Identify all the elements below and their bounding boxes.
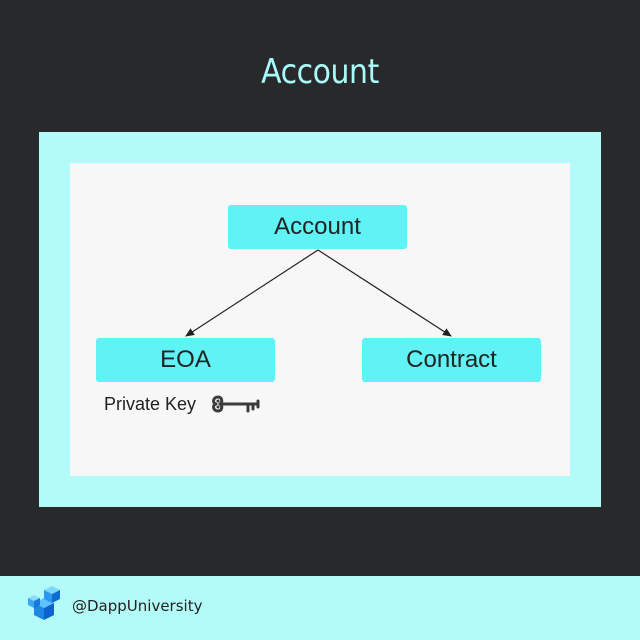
- cube-logo-icon: [28, 586, 60, 620]
- twitter-handle: @DappUniversity: [72, 597, 203, 615]
- contract-node: Contract: [362, 338, 541, 382]
- eoa-node: EOA: [96, 338, 275, 382]
- private-key-label: Private Key: [104, 394, 197, 414]
- footer-bar: [0, 576, 640, 640]
- page-title: Account: [261, 52, 379, 92]
- account-node: Account: [228, 205, 407, 249]
- key-icon: [212, 395, 260, 413]
